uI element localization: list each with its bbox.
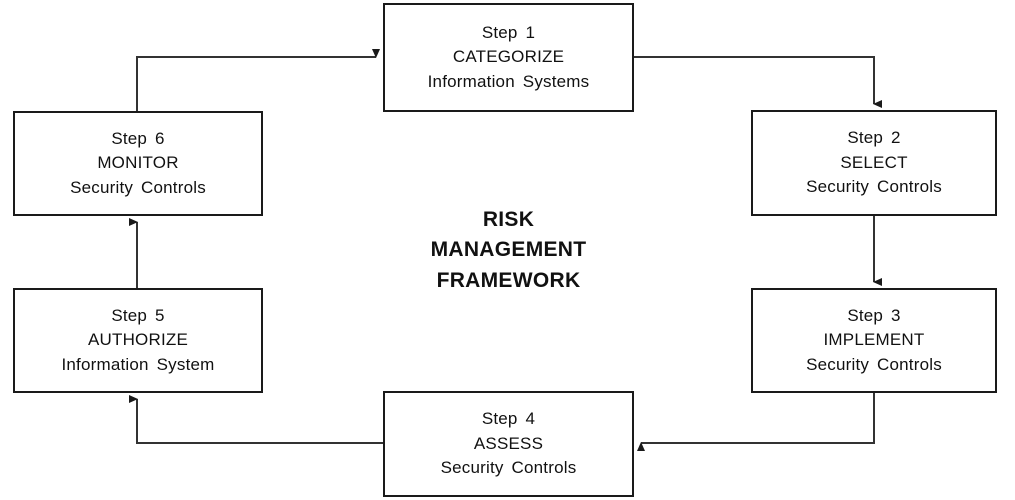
step4-number: Step 4 xyxy=(481,409,536,429)
step-box-step4[interactable]: Step 4 ASSESS Security Controls xyxy=(383,391,634,497)
connector-step4-to-step5 xyxy=(129,395,383,444)
step5-target: Information System xyxy=(61,354,215,374)
center-title-line-3: FRAMEWORK xyxy=(436,268,581,292)
step5-number: Step 5 xyxy=(111,305,165,325)
step-box-step1[interactable]: Step 1 CATEGORIZE Information Systems xyxy=(383,3,634,112)
step6-action: MONITOR xyxy=(97,153,179,173)
step1-target: Information Systems xyxy=(427,71,590,91)
step1-number: Step 1 xyxy=(481,22,536,42)
step1-action: CATEGORIZE xyxy=(452,47,565,67)
step-box-step3[interactable]: Step 3 IMPLEMENT Security Controls xyxy=(751,288,997,393)
step3-action: IMPLEMENT xyxy=(823,330,925,350)
step2-action: SELECT xyxy=(840,152,908,172)
step-box-step6[interactable]: Step 6 MONITOR Security Controls xyxy=(13,111,263,216)
step-box-step2[interactable]: Step 2 SELECT Security Controls xyxy=(751,110,997,216)
step3-target: Security Controls xyxy=(806,354,942,374)
step6-target: Security Controls xyxy=(70,177,206,197)
step2-target: Security Controls xyxy=(806,177,942,197)
connector-step3-to-step4 xyxy=(637,393,875,451)
step4-action: ASSESS xyxy=(473,433,544,453)
step-box-step5[interactable]: Step 5 AUTHORIZE Information System xyxy=(13,288,263,393)
step3-number: Step 3 xyxy=(847,305,901,325)
center-title-line-1: RISK xyxy=(482,208,535,231)
step2-number: Step 2 xyxy=(847,128,901,148)
connector-step1-to-step2 xyxy=(634,56,882,108)
connector-step6-to-step1 xyxy=(136,49,380,111)
diagram-center-title: RISK MANAGEMENT FRAMEWORK xyxy=(383,205,634,296)
step6-number: Step 6 xyxy=(111,128,165,148)
center-title-line-2: MANAGEMENT xyxy=(430,238,587,262)
step4-target: Security Controls xyxy=(440,458,577,478)
step5-action: AUTHORIZE xyxy=(87,330,189,350)
